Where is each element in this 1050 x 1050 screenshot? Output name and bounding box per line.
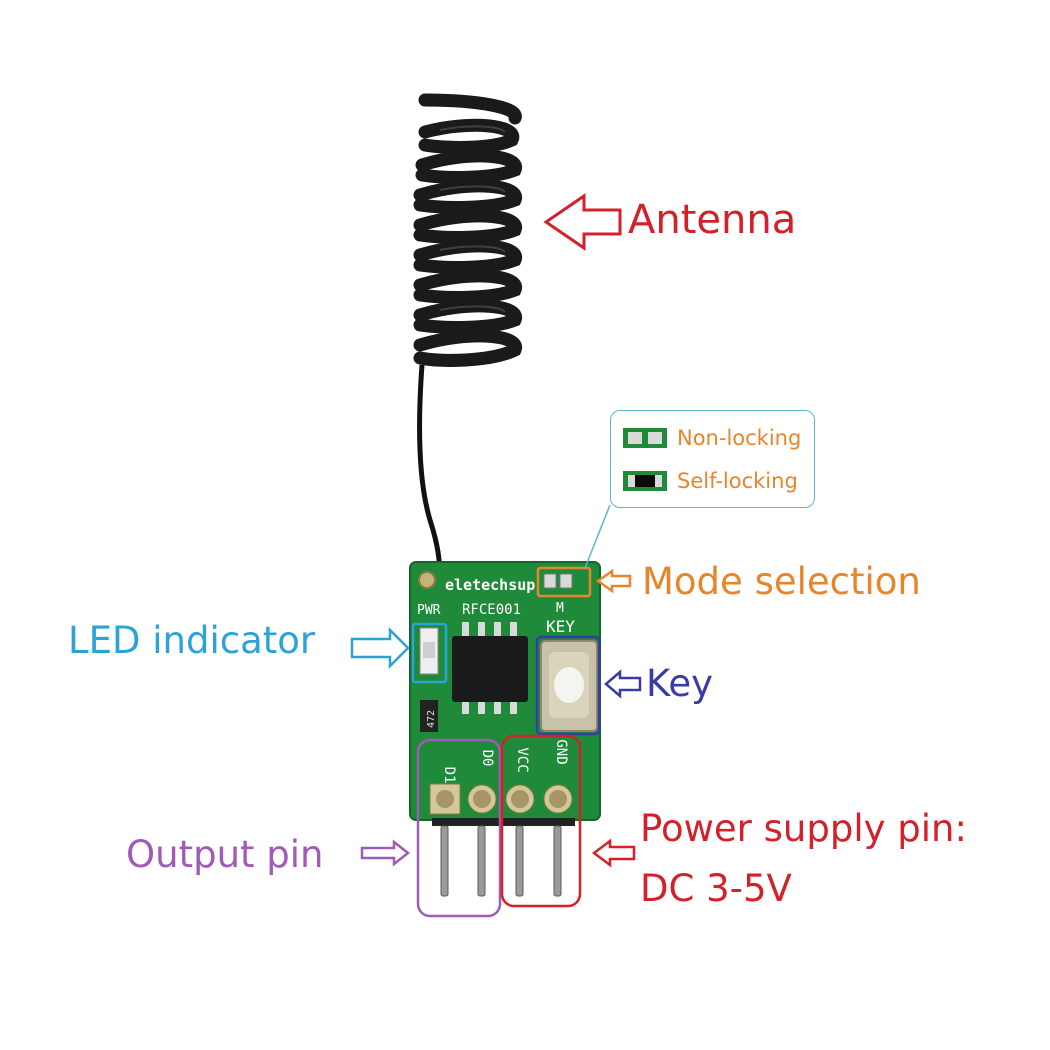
header-pins [432, 818, 575, 897]
mounting-hole [418, 571, 436, 589]
mode-pad-highlight [536, 566, 592, 598]
power-supply-voltage-label: DC 3-5V [640, 867, 792, 910]
led-indicator-label: LED indicator [68, 619, 316, 662]
mode-legend: Non-locking Self-locking [610, 410, 815, 508]
pin-header-pads [429, 783, 573, 815]
key-button [540, 640, 598, 732]
power-pin-highlight [500, 734, 582, 908]
key-label: Key [646, 662, 714, 705]
resistor-text: 472 [426, 710, 437, 728]
bridged-pad-icon [623, 471, 667, 491]
pcb-board: eletechsup PWR RFCE001 M KEY 472 [409, 561, 601, 821]
legend-non-locking-text: Non-locking [677, 426, 802, 450]
legend-row-non-locking: Non-locking [623, 426, 802, 450]
board-pwr-text: PWR [417, 603, 441, 618]
output-pin-label: Output pin [126, 833, 324, 876]
led-highlight [411, 622, 448, 684]
output-pin-highlight [416, 738, 502, 918]
legend-self-locking-text: Self-locking [677, 469, 798, 493]
legend-row-self-locking: Self-locking [623, 469, 798, 493]
output-arrow [360, 839, 411, 867]
key-highlight [535, 635, 601, 736]
mode-selection-label: Mode selection [642, 560, 921, 603]
legend-connector-line [584, 504, 611, 569]
power-supply-label: Power supply pin: [640, 807, 967, 850]
pin-label-d1: D1 [441, 767, 457, 784]
open-pad-icon [623, 428, 667, 448]
antenna-arrow [543, 193, 622, 251]
power-arrow [591, 838, 636, 868]
board-key-text: KEY [546, 617, 575, 636]
pin-label-d0: D0 [479, 750, 495, 767]
key-arrow [604, 669, 642, 699]
pin-label-vcc: VCC [514, 747, 530, 772]
board-brand-text: eletechsup [445, 576, 535, 594]
led-arrow [350, 626, 410, 670]
pin-label-gnd: GND [553, 739, 569, 764]
resistor [420, 700, 438, 732]
antenna-coil [413, 93, 522, 581]
mode-arrow [595, 568, 632, 594]
antenna-label: Antenna [628, 197, 797, 243]
board-m-text: M [556, 601, 564, 616]
ic-chip [452, 622, 528, 714]
board-model-text: RFCE001 [462, 602, 521, 618]
